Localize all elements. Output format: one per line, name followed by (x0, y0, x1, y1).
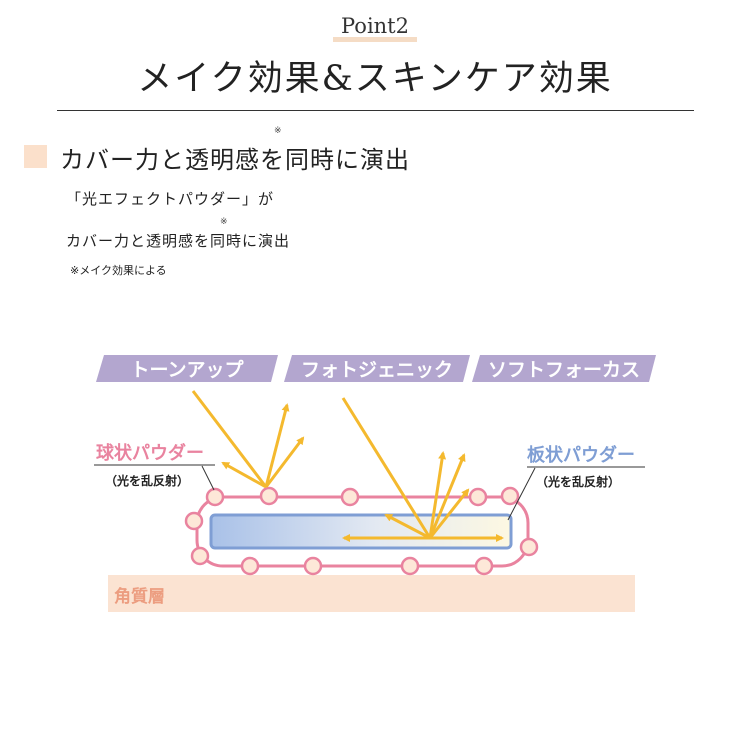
plate-powder-callout-leader (507, 467, 536, 521)
spherical-powder-callout-leader (201, 465, 215, 491)
spherical-powder-sub: （光を乱反射） (105, 473, 189, 488)
body-text-line-2: カバー力と透明感を同時に演出 (66, 232, 291, 250)
reflected-light-arrow (221, 461, 267, 489)
spherical-particle (474, 556, 494, 576)
tag-photogenic-label: フォトジェニック (301, 359, 453, 381)
spherical-particle (303, 556, 323, 576)
tag-soft-focus-label: ソフトフォーカス (488, 359, 640, 381)
body-note-mark: ※ (220, 217, 228, 227)
feature-marker-square (24, 145, 47, 168)
spherical-particle (500, 486, 520, 506)
spherical-powder-label: 球状パウダー (96, 442, 204, 464)
plate-powder-label: 板状パウダー (527, 444, 635, 466)
reflected-light-arrow (264, 403, 290, 488)
spherical-particle (205, 487, 225, 507)
tag-photogenic: フォトジェニック (284, 355, 470, 382)
tag-soft-focus: ソフトフォーカス (472, 355, 656, 382)
spherical-particles (184, 486, 539, 576)
incident-light-arrow (341, 397, 432, 539)
incident-light-arrow (191, 390, 268, 488)
footnote: ※メイク効果による (70, 264, 167, 277)
spherical-particle (190, 546, 210, 566)
reflected-light-arrow (428, 453, 466, 539)
spherical-particle (259, 486, 279, 506)
spherical-particle (468, 487, 488, 507)
reflected-light-arrow (428, 488, 470, 539)
spherical-particle (340, 487, 360, 507)
reflected-light-arrow (428, 451, 447, 539)
stratum-corneum-layer (108, 575, 635, 612)
light-arrows-spherical (191, 390, 305, 489)
point-label: Point2 (341, 14, 409, 38)
title-divider (57, 110, 694, 111)
plate-powder (209, 513, 513, 550)
stratum-corneum-label: 角質層 (114, 586, 165, 607)
feature-heading: カバー力と透明感を同時に演出 (60, 146, 410, 174)
page-title: メイク効果&スキンケア効果 (137, 59, 613, 99)
light-arrows-plate (341, 397, 504, 542)
plate-powder-sub: （光を乱反射） (536, 474, 620, 489)
spherical-particle (240, 556, 260, 576)
point-label-underline (333, 37, 417, 42)
spherical-particle (184, 511, 204, 531)
spherical-particle (400, 556, 420, 576)
spherical-particle (519, 537, 539, 557)
heading-note-mark: ※ (274, 126, 282, 136)
tag-tone-up-label: トーンアップ (130, 358, 244, 381)
body-text-line-1: 「光エフェクトパウダー」が (66, 190, 275, 208)
powder-coating-outline (195, 495, 530, 568)
reflected-light-arrow (384, 513, 431, 540)
tag-tone-up: トーンアップ (96, 355, 278, 382)
reflected-light-arrow (264, 436, 305, 488)
